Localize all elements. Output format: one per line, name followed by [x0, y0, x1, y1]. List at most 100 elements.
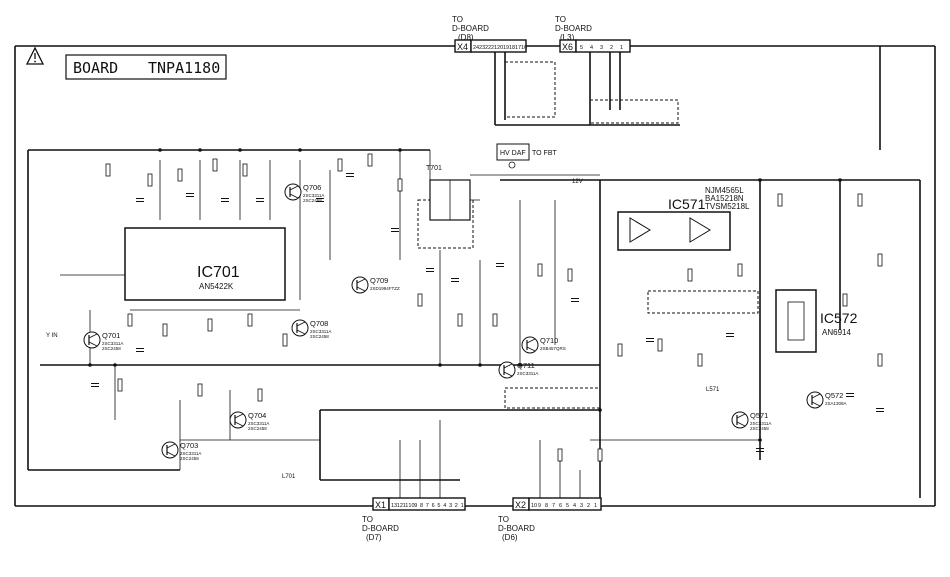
pin-number: 6 [432, 503, 435, 509]
transistor-part: 2SA1309A [825, 401, 847, 406]
hv-daf-block: HV DAF TO FBT 12V [496, 143, 583, 185]
hv-daf-label: HV DAF [500, 150, 526, 157]
svg-text:D-BOARD: D-BOARD [452, 24, 489, 33]
junction-dot [88, 363, 92, 367]
connector-x1: X1 TO D-BOARD (D7) [362, 497, 466, 542]
resistor [257, 388, 263, 402]
resistor [247, 313, 253, 327]
transistor-ref: Q709 [370, 276, 388, 285]
resistor [877, 353, 883, 367]
svg-text:D-BOARD: D-BOARD [555, 24, 592, 33]
y-in-label: Y IN [46, 333, 58, 339]
transistor-part2: 2SC2458 [102, 346, 121, 351]
resistor [657, 338, 663, 352]
resistor [617, 343, 623, 357]
svg-text:D-BOARD: D-BOARD [498, 524, 535, 533]
svg-text:X1: X1 [375, 500, 386, 510]
pin-number: 2 [587, 503, 590, 509]
pin-number: 1 [594, 503, 597, 509]
resistor [737, 263, 743, 277]
resistor [212, 158, 218, 172]
transistor-part: 2SC3311A [517, 371, 538, 376]
12v-label: 12V [572, 179, 583, 185]
junction-dot [478, 363, 482, 367]
connector-x2: X2 TO D-BOARD (D6) [498, 497, 602, 542]
resistor [537, 263, 543, 277]
board-title-box: BOARD TNPA1180 [65, 54, 227, 80]
resistor [557, 448, 563, 462]
resistor [457, 313, 463, 327]
transistor-ref: Q711 [517, 361, 535, 370]
pin-number: 16 [521, 45, 527, 51]
resistor [567, 268, 573, 282]
svg-text:(D7): (D7) [366, 533, 382, 542]
resistor [282, 333, 288, 347]
transistor-ref: Q708 [310, 319, 328, 328]
ic571-ref: IC571 [668, 196, 706, 212]
ic571-part2: BA15218N [705, 194, 744, 203]
pin-number: 3 [449, 503, 452, 509]
pin-number: 5 [437, 503, 440, 509]
junction-dot [198, 148, 202, 152]
transistor-ref: Q706 [303, 183, 321, 192]
pin-number: 5 [566, 503, 569, 509]
resistor [697, 353, 703, 367]
pin-number: 20 [497, 45, 503, 51]
pin-number: 2 [455, 503, 458, 509]
junction-dot [438, 363, 442, 367]
ic571-part1: NJM4565L [705, 186, 744, 195]
junction-dot [758, 178, 762, 182]
pin-number: 17 [515, 45, 521, 51]
junction-dot [298, 148, 302, 152]
transistor-part2: 2SC2458 [303, 198, 322, 203]
pin-number: 3 [600, 45, 603, 51]
resistor [177, 168, 183, 182]
pin-number: 23 [479, 45, 485, 51]
pin-number: 4 [590, 45, 593, 51]
transistor-ref: Q572 [825, 391, 843, 400]
ic571-part3: TVSM5218L [705, 202, 750, 211]
pin-number: 22 [485, 45, 491, 51]
ic572-part: AN6914 [822, 328, 851, 337]
transistor-part: 2SC3311A [310, 329, 331, 334]
pin-number: 4 [573, 503, 576, 509]
ic572: IC572 AN6914 [775, 289, 858, 353]
transistor-part2: 2SC2458 [310, 334, 329, 339]
ic571: NJM4565L BA15218N TVSM5218L IC571 [617, 186, 750, 251]
pin-number: 19 [503, 45, 509, 51]
resistor [597, 448, 603, 462]
board-model: TNPA1180 [148, 59, 220, 77]
resistor [127, 313, 133, 327]
connector-x6: TO D-BOARD (L3) X6 [555, 15, 631, 53]
pin-number: 4 [443, 503, 446, 509]
ic701-ref: IC701 [197, 264, 240, 281]
svg-text:D-BOARD: D-BOARD [362, 524, 399, 533]
pin-number: 6 [559, 503, 562, 509]
pin-number: 9 [414, 503, 417, 509]
junction-dot [598, 408, 602, 412]
transistor-part: 2SC3311A [750, 421, 771, 426]
pin-number: 10 [408, 503, 414, 509]
ic701: IC701 AN5422K [124, 227, 286, 301]
pin-number: 1 [461, 503, 464, 509]
board-label: BOARD [73, 59, 118, 77]
junction-dot [758, 438, 762, 442]
resistor [207, 318, 213, 332]
svg-text:(L3): (L3) [560, 33, 575, 42]
pin-number: 13 [391, 503, 397, 509]
resistor [877, 253, 883, 267]
pin-number: 9 [538, 503, 541, 509]
ic572-ref: IC572 [820, 310, 858, 326]
pin-number: 5 [580, 45, 583, 51]
pin-number: 12 [397, 503, 403, 509]
svg-text:X4: X4 [457, 42, 468, 52]
pin-number: 21 [491, 45, 497, 51]
transistor-ref: Q571 [750, 411, 768, 420]
